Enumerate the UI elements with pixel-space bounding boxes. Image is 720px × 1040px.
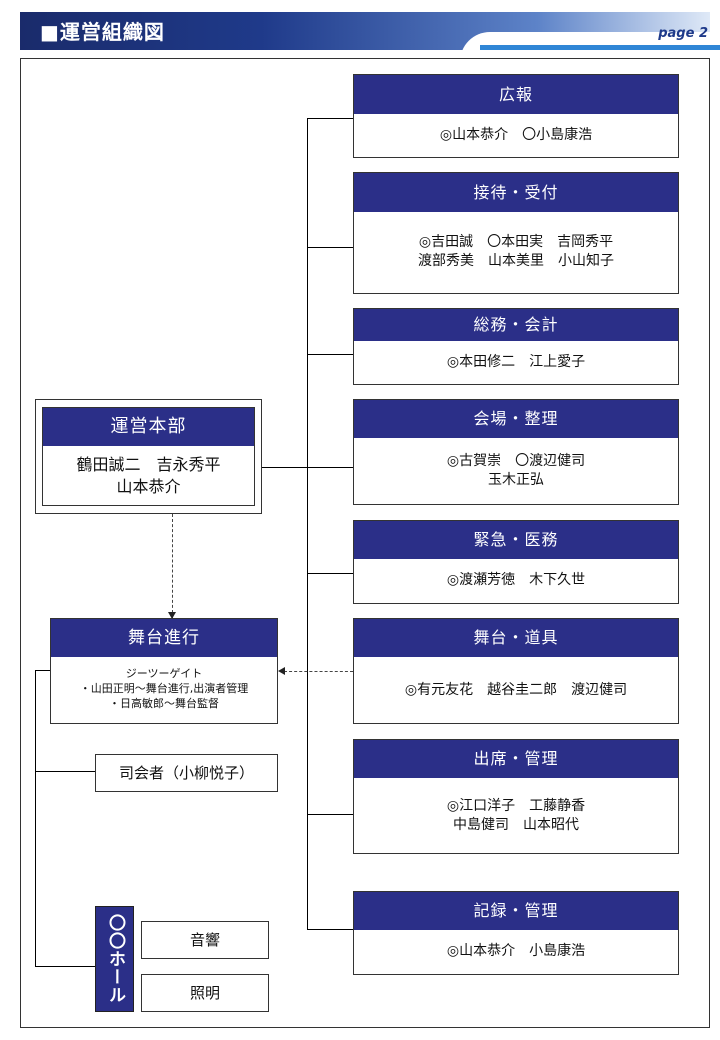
dept-members: ◎古賀崇 〇渡辺健司 玉木正弘 xyxy=(446,453,586,488)
dept-title: 会場・整理 xyxy=(354,400,678,438)
page-header: ■運営組織図 page 2 xyxy=(20,12,720,62)
props-to-stage-arrow xyxy=(278,667,285,675)
stage-to-mc-line xyxy=(35,771,95,772)
hq-members: 鶴田誠二 吉永秀平 山本恭介 xyxy=(76,455,221,496)
connector-dept-7 xyxy=(307,814,353,815)
stage-to-hall-line xyxy=(35,966,95,967)
dept-title: 広報 xyxy=(354,75,678,114)
connector-dept-2 xyxy=(307,247,353,248)
diagram-frame xyxy=(20,58,710,1028)
dept-title: 接待・受付 xyxy=(354,173,678,212)
connector-dept-8 xyxy=(307,929,353,930)
connector-dept-1 xyxy=(307,118,353,119)
connector-dept-5 xyxy=(307,573,353,574)
hall-item-lighting: 照明 xyxy=(141,974,269,1012)
props-to-stage-dashed-line xyxy=(284,671,353,672)
dept-members: ◎山本恭介 小島康浩 xyxy=(446,943,586,959)
hq-to-stage-dashed-line xyxy=(172,514,173,618)
hq-title: 運営本部 xyxy=(43,408,254,446)
hq-to-trunk-line xyxy=(262,467,307,468)
dept-members: ◎有元友花 越谷圭二郎 渡辺健司 xyxy=(404,682,628,698)
connector-dept-4 xyxy=(307,467,353,468)
dept-members: ◎渡瀬芳徳 木下久世 xyxy=(446,572,586,588)
hq-to-stage-arrow xyxy=(168,612,176,619)
dept-members: ◎山本恭介 〇小島康浩 xyxy=(439,127,593,143)
dept-members: ◎江口洋子 工藤静香 中島健司 山本昭代 xyxy=(446,798,586,833)
hall-item-sound: 音響 xyxy=(141,921,269,959)
dept-title: 舞台・道具 xyxy=(354,619,678,657)
dept-title: 記録・管理 xyxy=(354,892,678,930)
dept-box-pr: 広報 ◎山本恭介 〇小島康浩 xyxy=(353,74,679,158)
hall-tag: 〇〇ホール xyxy=(95,906,134,1012)
page-number: page 2 xyxy=(658,26,708,41)
dept-box-medical: 緊急・医務 ◎渡瀬芳徳 木下久世 xyxy=(353,520,679,604)
dept-box-general-affairs: 総務・会計 ◎本田修二 江上愛子 xyxy=(353,308,679,385)
mc-box: 司会者（小柳悦子） xyxy=(95,754,278,792)
dept-box-attendance: 出席・管理 ◎江口洋子 工藤静香 中島健司 山本昭代 xyxy=(353,739,679,854)
dept-box-reception: 接待・受付 ◎吉田誠 〇本田実 吉岡秀平 渡部秀美 山本美里 小山知子 xyxy=(353,172,679,294)
connector-dept-3 xyxy=(307,354,353,355)
stage-branch-line xyxy=(35,670,36,966)
dept-members: ◎本田修二 江上愛子 xyxy=(446,354,586,370)
stage-branch-top xyxy=(35,670,50,671)
dept-title: 出席・管理 xyxy=(354,740,678,778)
dept-box-records: 記録・管理 ◎山本恭介 小島康浩 xyxy=(353,891,679,975)
dept-title: 総務・会計 xyxy=(354,309,678,341)
stage-members: ジーツーゲイト ・山田正明～舞台進行,出演者管理 ・日高敏郎～舞台監督 xyxy=(79,667,249,710)
hq-box: 運営本部 鶴田誠二 吉永秀平 山本恭介 xyxy=(42,407,255,506)
stage-title: 舞台進行 xyxy=(51,619,277,657)
dept-box-venue: 会場・整理 ◎古賀崇 〇渡辺健司 玉木正弘 xyxy=(353,399,679,505)
dept-box-stage-props: 舞台・道具 ◎有元友花 越谷圭二郎 渡辺健司 xyxy=(353,618,679,724)
dept-members: ◎吉田誠 〇本田実 吉岡秀平 渡部秀美 山本美里 小山知子 xyxy=(418,234,614,269)
stage-box: 舞台進行 ジーツーゲイト ・山田正明～舞台進行,出演者管理 ・日高敏郎～舞台監督 xyxy=(50,618,278,724)
header-accent-line xyxy=(480,45,720,50)
dept-title: 緊急・医務 xyxy=(354,521,678,559)
dept-trunk-line xyxy=(307,118,308,929)
page-title: ■運営組織図 xyxy=(40,20,165,44)
